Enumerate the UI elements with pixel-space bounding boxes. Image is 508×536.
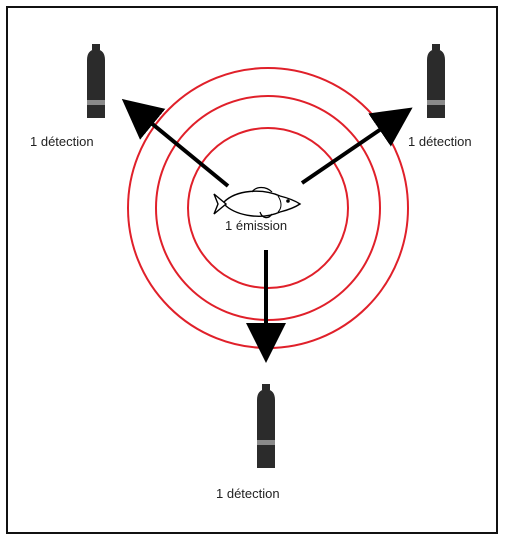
emitter-label: 1 émission [225, 218, 287, 233]
fish-icon [214, 188, 300, 218]
receiver-icon-right [427, 44, 445, 118]
receiver-icon-bottom [257, 384, 275, 468]
left-receiver-label: 1 détection [30, 134, 94, 149]
receiver-icon-left [87, 44, 105, 118]
arrow-to-right-receiver [302, 112, 406, 183]
right-receiver-label: 1 détection [408, 134, 472, 149]
bottom-receiver-label: 1 détection [216, 486, 280, 501]
